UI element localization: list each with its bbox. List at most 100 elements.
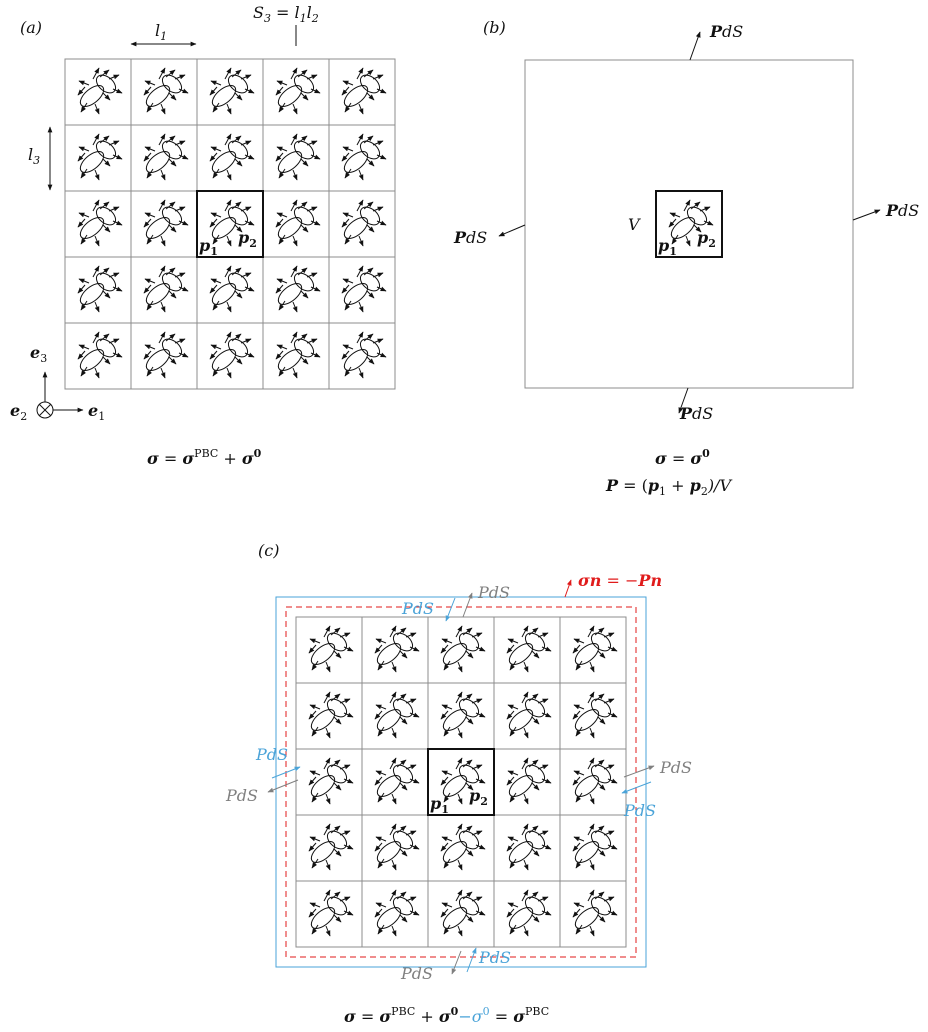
p2-label-c: p2 bbox=[469, 786, 488, 808]
lattice-grid-c bbox=[295, 616, 627, 948]
dipole-pair bbox=[440, 626, 485, 672]
pds-arrow-top-blue bbox=[445, 597, 456, 622]
dipole-pair bbox=[275, 332, 320, 378]
volume-label: V bbox=[628, 215, 641, 234]
dipole-pair bbox=[572, 890, 617, 936]
dipole-pair bbox=[506, 824, 551, 870]
e3-label: e3 bbox=[30, 343, 47, 365]
dipole-pair bbox=[275, 68, 320, 114]
dipole-pair bbox=[308, 824, 353, 870]
p2-label-b: p2 bbox=[697, 228, 716, 250]
pds-arrow-right bbox=[852, 209, 881, 221]
dipole-pair bbox=[341, 332, 386, 378]
dipole-pair bbox=[506, 758, 551, 804]
dipole-pair bbox=[77, 134, 122, 180]
dipole-pair bbox=[572, 758, 617, 804]
traction-condition: σn = −Pn bbox=[578, 571, 662, 590]
dipole-pair bbox=[77, 68, 122, 114]
equation-c: σ = σPBC + σ0−σ0 = σPBC bbox=[344, 1005, 549, 1026]
dipole-pair bbox=[275, 266, 320, 312]
dipole-pair bbox=[440, 890, 485, 936]
dipole-pair bbox=[374, 626, 419, 672]
bulk-sample-box bbox=[524, 59, 854, 389]
p1-label-c: p1 bbox=[430, 794, 449, 816]
dipole-pair bbox=[77, 332, 122, 378]
dipole-pair bbox=[572, 692, 617, 738]
panel-b: (b) PdS PdS PdS PdS V p1 p2 σ = σ0 P = (… bbox=[453, 18, 919, 498]
pds-label-bottom-gray: PdS bbox=[400, 964, 433, 983]
pds-arrow-left bbox=[498, 224, 526, 237]
pds-label-bottom-blue: PdS bbox=[478, 948, 511, 967]
dipole-pair bbox=[77, 266, 122, 312]
pds-arrow-bottom-gray bbox=[451, 950, 462, 975]
equation-a: σ = σPBC + σ0 bbox=[147, 447, 262, 468]
dipole-pair bbox=[275, 134, 320, 180]
dipole-pair bbox=[143, 68, 188, 114]
pds-label-right: PdS bbox=[885, 201, 919, 220]
red-dashed-boundary bbox=[285, 606, 637, 958]
p2-label-a: p2 bbox=[238, 228, 257, 250]
pds-arrow-top bbox=[689, 31, 701, 61]
panel-c: (c) p1 p2 σn = −Pn PdS PdS PdS PdS PdS P… bbox=[225, 541, 692, 1026]
dipole-pair bbox=[209, 68, 254, 114]
dipole-pair bbox=[572, 824, 617, 870]
s3-label: S3 = l1l2 bbox=[253, 3, 319, 25]
pds-label-top: PdS bbox=[709, 22, 743, 41]
pds-arrow-right-blue bbox=[621, 781, 652, 794]
dipole-pair bbox=[143, 134, 188, 180]
e1-label: e1 bbox=[88, 401, 105, 423]
dipole-pair bbox=[341, 134, 386, 180]
pds-label-left-blue: PdS bbox=[255, 745, 288, 764]
pds-label-top-gray: PdS bbox=[477, 583, 510, 602]
dipole-pair bbox=[506, 626, 551, 672]
pds-label-right-gray: PdS bbox=[659, 758, 692, 777]
dipole-pair bbox=[374, 824, 419, 870]
dipole-pair bbox=[374, 758, 419, 804]
dipole-pair bbox=[209, 134, 254, 180]
dipole-pair bbox=[506, 890, 551, 936]
dipole-pair bbox=[209, 266, 254, 312]
pds-arrow-left-gray bbox=[267, 779, 299, 793]
pds-arrow-bottom bbox=[678, 387, 689, 414]
dipole-pair bbox=[341, 200, 386, 246]
unit-cell-a bbox=[196, 190, 264, 258]
traction-arrow bbox=[564, 579, 572, 598]
blue-boundary bbox=[275, 596, 647, 968]
lattice-cell bbox=[559, 880, 627, 948]
lattice-cell bbox=[328, 322, 396, 390]
dipole-pair bbox=[440, 692, 485, 738]
pds-arrow-bottom-blue bbox=[466, 947, 477, 973]
l3-label: l3 bbox=[28, 145, 40, 167]
dipole-pair bbox=[143, 200, 188, 246]
pds-arrow-right-gray bbox=[623, 765, 655, 778]
dipole-pair bbox=[506, 692, 551, 738]
pds-arrow-left-blue bbox=[271, 766, 301, 779]
dipole-pair bbox=[275, 200, 320, 246]
pds-label-left-gray: PdS bbox=[225, 786, 258, 805]
dipole-pair bbox=[308, 692, 353, 738]
unit-cell-c bbox=[427, 748, 495, 816]
dipole-pair bbox=[77, 200, 122, 246]
pds-label-right-blue: PdS bbox=[623, 801, 656, 820]
pds-arrow-top-gray bbox=[462, 592, 473, 618]
panel-b-tag: (b) bbox=[483, 18, 506, 37]
panel-c-tag: (c) bbox=[258, 541, 279, 560]
lattice-grid-a bbox=[64, 58, 396, 390]
pds-label-bottom: PdS bbox=[679, 404, 713, 423]
dipole-pair bbox=[308, 758, 353, 804]
dipole-pair bbox=[341, 266, 386, 312]
equation-b2: P = (p1 + p2)/V bbox=[605, 476, 732, 498]
equation-b1: σ = σ0 bbox=[655, 447, 710, 468]
dipole-pair bbox=[572, 626, 617, 672]
dipole-pair bbox=[308, 626, 353, 672]
dipole-pair bbox=[143, 332, 188, 378]
dipole-pair bbox=[308, 890, 353, 936]
axes-triad: e3 e2 e1 bbox=[10, 343, 105, 423]
p1-label-b: p1 bbox=[658, 236, 677, 258]
panel-a-tag: (a) bbox=[20, 18, 42, 37]
l1-label: l1 bbox=[155, 21, 167, 43]
p1-label-a: p1 bbox=[199, 236, 218, 258]
dipole-pair bbox=[374, 890, 419, 936]
e2-label: e2 bbox=[10, 401, 27, 423]
